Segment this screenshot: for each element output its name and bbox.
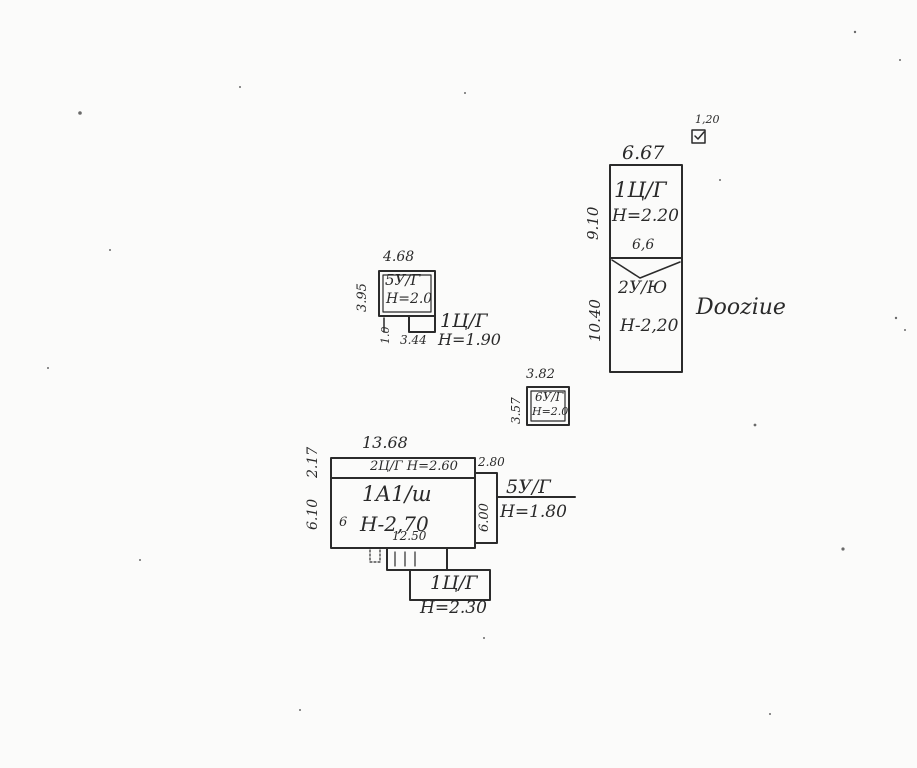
paper-speckles (47, 30, 906, 715)
tower-upper-side-dim: 9.10 (584, 206, 602, 240)
tower-divider-note: 6,6 (632, 237, 655, 253)
left-cluster-building (378, 270, 436, 333)
tower-stair-mark (611, 259, 681, 279)
left-cluster-upper-label: 5У/Г (385, 271, 421, 289)
small-box-height-note: Н=2.0 (532, 405, 569, 418)
left-cluster-ext-label: 1Ц/Г (440, 310, 488, 332)
main-house-left-mark: 6 (339, 515, 348, 530)
tower-lower-side-dim: 10.40 (586, 299, 604, 342)
small-square-marker (691, 129, 706, 144)
main-house-porch (386, 547, 448, 571)
tower-side-word: Dооziие (696, 295, 786, 320)
small-box-building (526, 386, 570, 426)
tower-upper-height-note: Н=2.20 (612, 206, 679, 226)
main-house-ext-height-note: Н=2.30 (420, 598, 487, 618)
main-house-annex-label: 5У/Г (506, 476, 551, 498)
small-box-side-dim: 3.57 (509, 397, 523, 424)
main-house-label: 1А1/ш (362, 482, 432, 506)
main-house-side-dim-b: 6.10 (305, 498, 321, 530)
small-box-label: 6У/Г (535, 390, 564, 404)
tower-width-dim: 6.67 (622, 142, 665, 164)
tower-upper-label: 1Ц/Г (614, 178, 667, 202)
main-house-ext-label: 1Ц/Г (430, 572, 478, 594)
main-house-annex-height-note: Н=1.80 (500, 502, 567, 522)
main-house-bottom-note: 12.50 (392, 529, 427, 543)
main-house-width-dim: 13.68 (362, 433, 408, 452)
small-square-note: 1,20 (695, 113, 720, 126)
tower-lower-height-note: Н-2,20 (620, 316, 679, 336)
left-cluster-height-note: Н=2.0 (386, 291, 433, 307)
left-cluster-main (378, 270, 436, 317)
left-cluster-side-dim: 3.95 (355, 283, 370, 312)
main-house-height-note: Н-2,70 (360, 512, 429, 536)
left-cluster-extension (408, 315, 436, 333)
left-cluster-width-dim: 4.68 (383, 249, 415, 265)
left-cluster-small-dim: 1.0 (379, 326, 392, 345)
main-house-side-dim-a: 2.17 (305, 446, 321, 478)
main-house-right-dim: 2.80 (478, 455, 505, 469)
left-cluster-ext-height-note: Н=1.90 (438, 330, 501, 349)
tower-lower-label: 2У/Ю (618, 278, 668, 298)
left-cluster-ext-width: 3.44 (400, 333, 427, 347)
tower-outline (609, 164, 683, 373)
tower-building (609, 164, 683, 373)
main-house-building (330, 457, 576, 601)
main-house-strip-label: 2Ц/Г Н=2.60 (370, 459, 458, 474)
main-house-right-side-dim: 6.00 (477, 503, 492, 532)
main-house-right-annex (474, 472, 498, 544)
small-box-width-dim: 3.82 (526, 367, 555, 382)
